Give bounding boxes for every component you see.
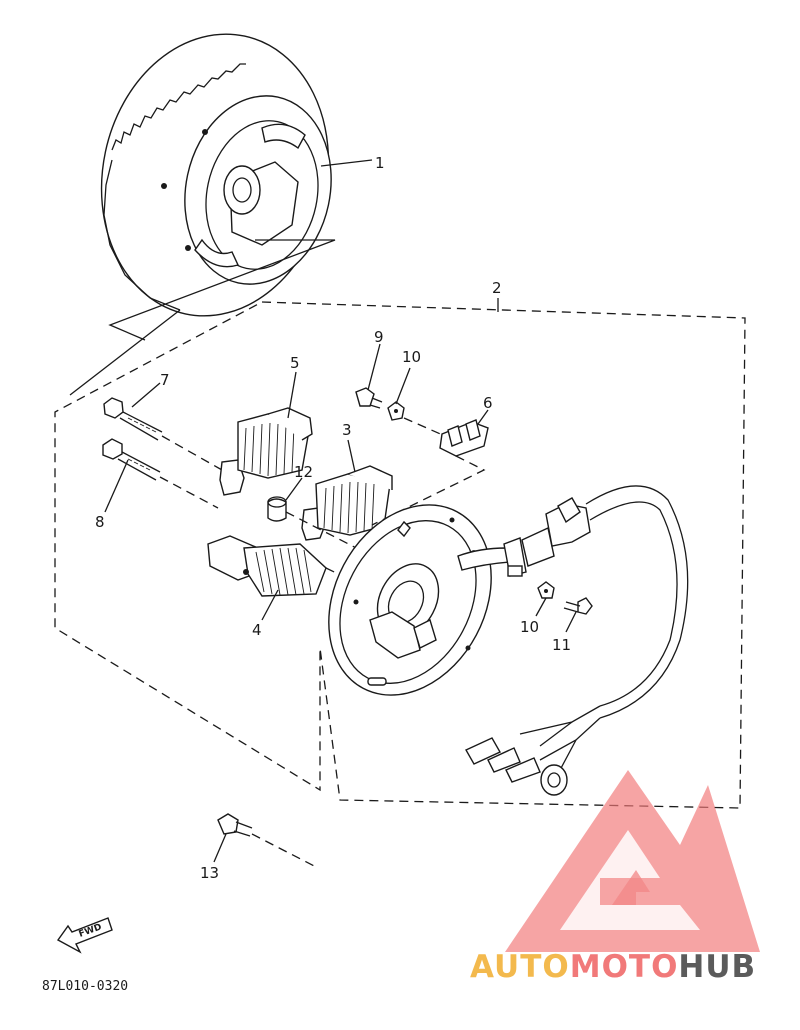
callout-13: 13 xyxy=(200,864,219,882)
callout-6: 6 xyxy=(483,394,493,412)
wire-harness xyxy=(457,485,689,796)
callout-2: 2 xyxy=(492,279,502,297)
washer-10-lower: 10 xyxy=(520,581,555,636)
callout-7: 7 xyxy=(160,371,170,389)
watermark-wordmark: AUTOMOTOHUB xyxy=(470,949,756,985)
washer-10-upper: 10 xyxy=(387,348,421,421)
callout-5: 5 xyxy=(290,354,300,372)
watermark-hub: HUB xyxy=(678,949,756,985)
forward-direction-icon: FWD xyxy=(56,917,113,954)
pickup-coil-4: 4 xyxy=(207,535,327,639)
coil-3: 3 xyxy=(301,421,393,541)
watermark-auto: AUTO xyxy=(470,949,570,985)
callout-10b: 10 xyxy=(520,618,539,636)
automotohub-watermark: AUTOMOTOHUB xyxy=(470,770,760,985)
callout-1: 1 xyxy=(375,154,385,172)
callout-10a: 10 xyxy=(402,348,421,366)
bolt-7: 7 xyxy=(103,371,223,471)
coil-5: 5 xyxy=(219,354,313,496)
callout-3: 3 xyxy=(342,421,352,439)
screw-9: 9 xyxy=(355,328,384,409)
callout-8: 8 xyxy=(95,513,105,531)
automotohub-logo-icon xyxy=(505,770,760,952)
screw-11: 11 xyxy=(552,597,593,654)
callout-12: 12 xyxy=(294,463,313,481)
reference-code: 87L010-0320 xyxy=(42,979,128,994)
callout-11: 11 xyxy=(552,636,571,654)
callout-9: 9 xyxy=(374,328,384,346)
callout-4: 4 xyxy=(252,621,262,639)
flywheel-rotor: 1 xyxy=(100,33,385,317)
brush-holder-6: 6 xyxy=(439,394,493,457)
spacer-12: 12 xyxy=(267,463,313,522)
bolt-8: 8 xyxy=(95,438,219,531)
stator-plate xyxy=(328,504,492,696)
bolt-13: 13 xyxy=(200,813,319,882)
stator-assembly-outline: 2 xyxy=(54,279,746,809)
watermark-moto: MOTO xyxy=(570,949,679,985)
